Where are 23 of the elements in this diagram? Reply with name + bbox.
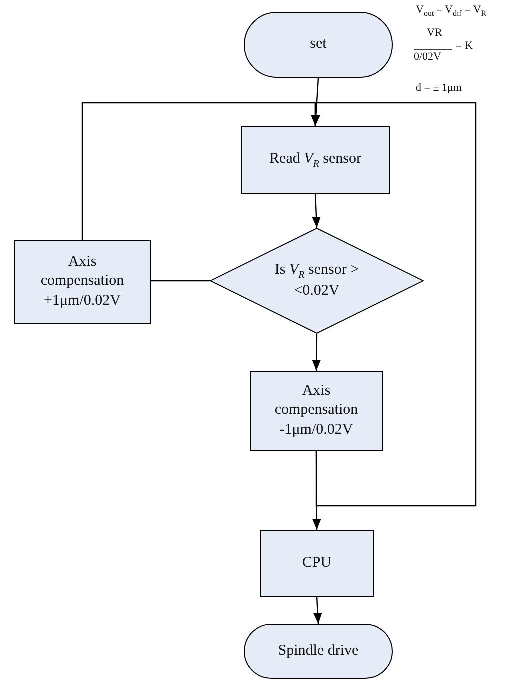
node-label: Is V$_{R}$ sensor ><0.02V <box>274 260 360 301</box>
connector-line <box>151 280 210 282</box>
decision-diamond <box>210 228 424 334</box>
process-box <box>241 126 390 194</box>
node-label: set <box>310 35 327 54</box>
arrow <box>312 194 321 228</box>
node-label: Axis compensation -1μm/0.02V <box>274 382 360 440</box>
formula-text: V$_{out}$ – V$_{dif}$ = V$_{R}$ <box>416 4 487 18</box>
formula-text: VR <box>427 27 442 39</box>
arrow <box>314 596 322 624</box>
node-label: Axis compensation +1μm/0.02V <box>40 252 126 311</box>
formula-text: = K <box>456 40 473 52</box>
node-label: CPU <box>302 554 332 573</box>
arrow <box>311 102 477 507</box>
arrow <box>312 451 322 530</box>
arrow <box>312 334 321 371</box>
formula-text: d = ± 1μm <box>416 82 462 94</box>
formula-text: 0/02V <box>414 51 442 63</box>
process-box <box>260 530 374 597</box>
node-label: Read V$_{R}$ sensor <box>270 150 362 170</box>
process-box <box>14 240 151 324</box>
node-label: Spindle drive <box>278 642 359 661</box>
process-box <box>250 371 383 451</box>
